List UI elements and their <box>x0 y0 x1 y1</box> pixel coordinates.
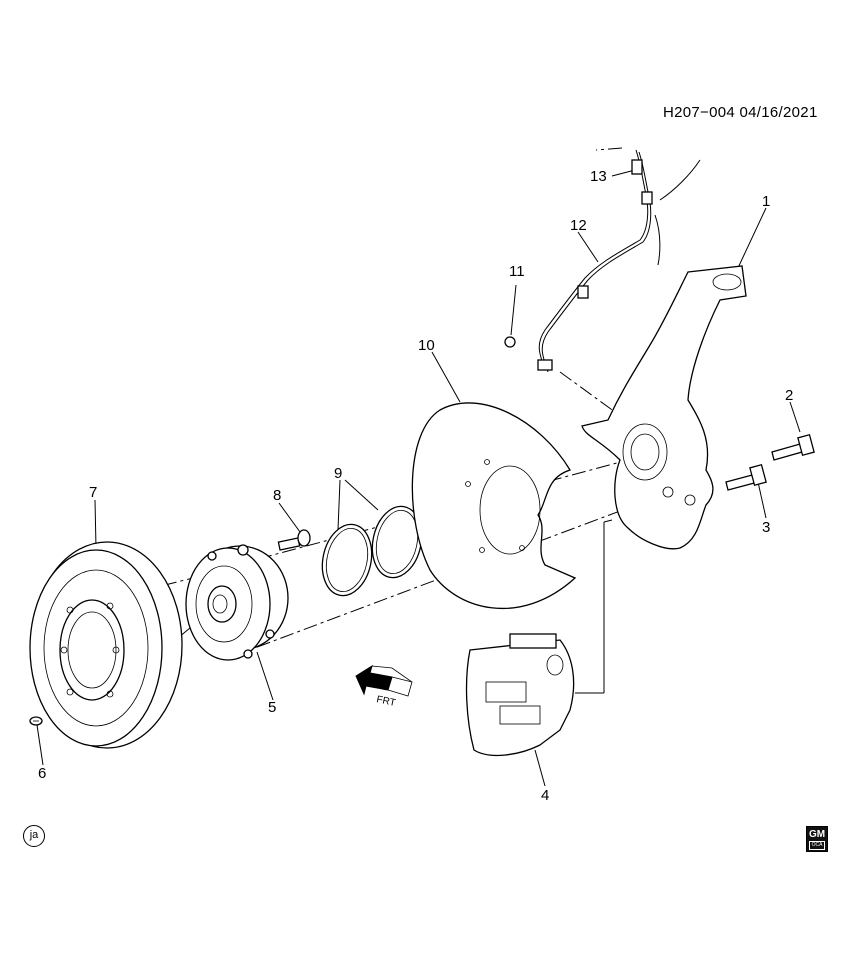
ja-circle-label: ja <box>23 825 45 847</box>
front-arrow-label: FRT <box>375 694 396 709</box>
hub-bearing-assembly <box>185 544 289 661</box>
callout-2: 2 <box>785 387 793 404</box>
gm-logo-sub: OCA <box>809 841 825 850</box>
callout-1: 1 <box>762 193 770 210</box>
brake-rotor-front <box>29 541 183 749</box>
seal-rings <box>321 505 423 597</box>
callout-4: 4 <box>541 787 549 804</box>
brake-shield <box>411 402 577 610</box>
front-direction-arrow-icon: FRT <box>355 664 413 709</box>
callout-10: 10 <box>418 337 435 354</box>
diagram-code-date: H207−004 04/16/2021 <box>663 104 818 121</box>
leader-lines <box>36 169 801 787</box>
callout-6: 6 <box>38 765 46 782</box>
callout-13: 13 <box>590 168 607 185</box>
rotor-screw <box>29 716 43 726</box>
callout-11: 11 <box>509 263 525 280</box>
gm-logo-text: GM <box>808 829 826 840</box>
callout-5: 5 <box>268 699 276 716</box>
gm-logo-icon: GM OCA <box>806 826 828 852</box>
callout-7: 7 <box>89 484 97 501</box>
callout-3: 3 <box>762 519 770 536</box>
callout-12: 12 <box>570 217 587 234</box>
brake-caliper <box>465 633 575 757</box>
callout-9: 9 <box>334 465 342 482</box>
callout-labels: 1 2 3 4 5 6 7 8 9 10 11 12 13 <box>38 168 793 804</box>
callout-8: 8 <box>273 487 281 504</box>
knuckle-bolts <box>725 433 815 491</box>
steering-knuckle <box>581 265 747 550</box>
wheel-stud <box>277 529 311 551</box>
wheel-speed-sensor-harness <box>504 149 701 373</box>
